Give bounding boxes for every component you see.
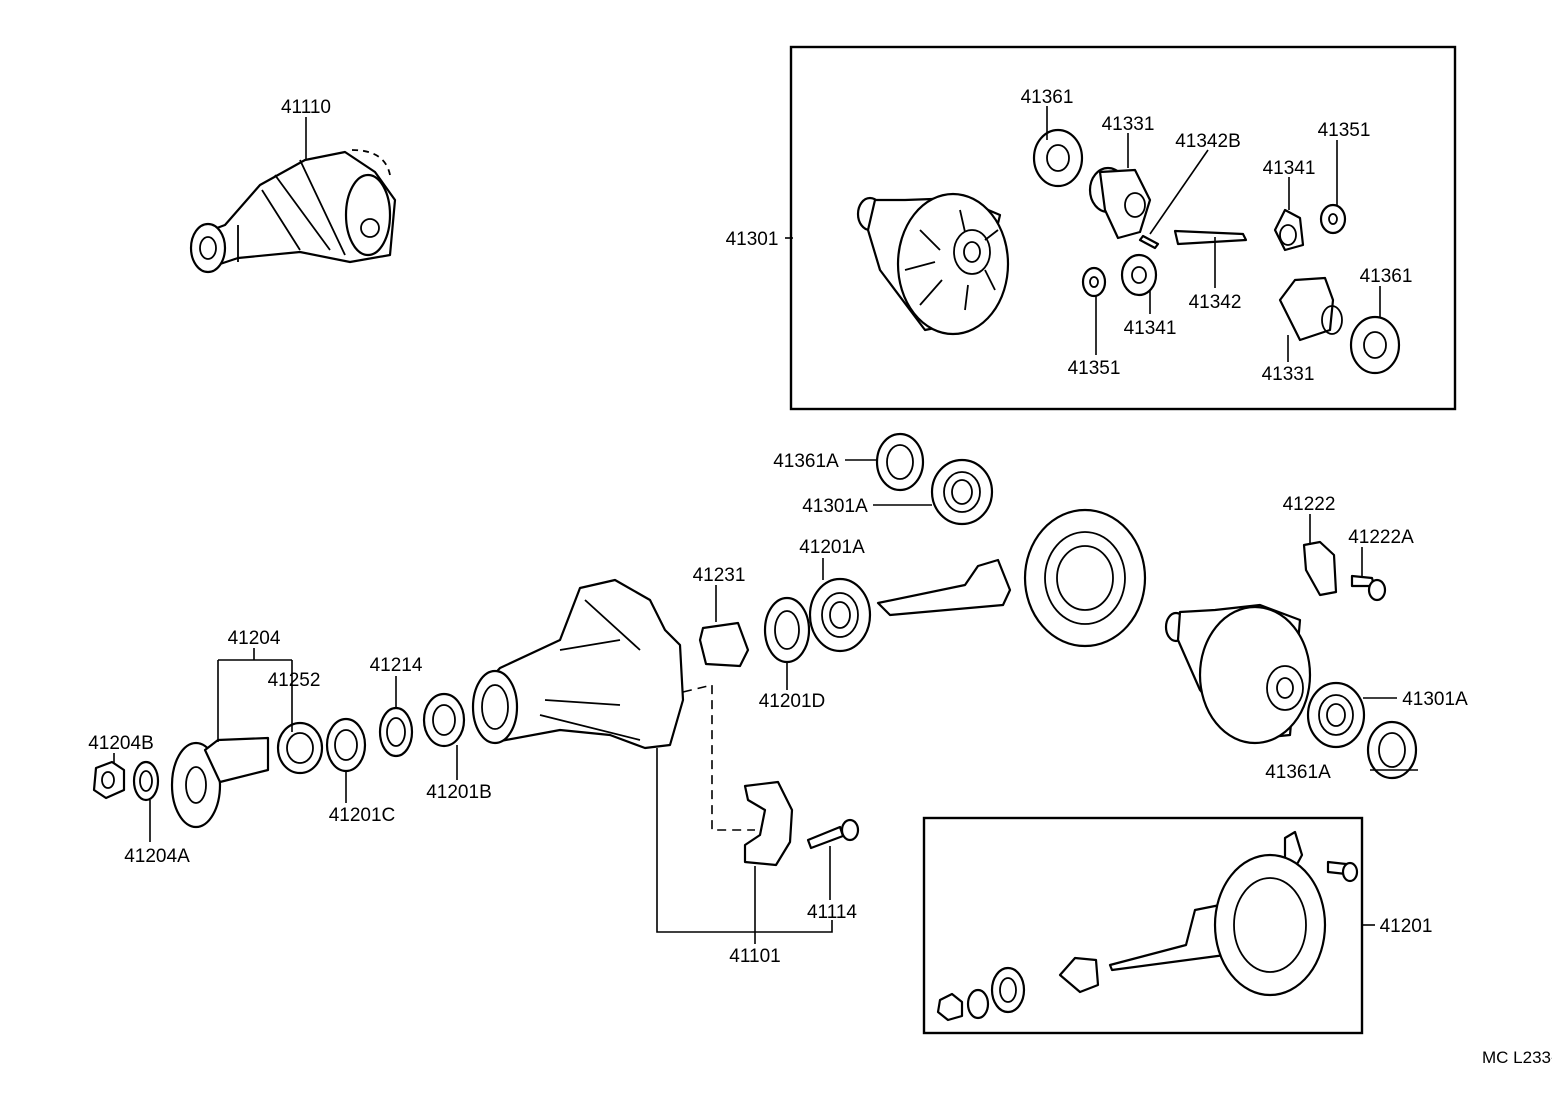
label-41252: 41252 — [268, 670, 321, 691]
label-41301: 41301 — [726, 229, 779, 250]
thrust-washer-41351-bottom-drawing — [1081, 266, 1107, 298]
pinion-gear-41341-bottom-drawing — [1120, 253, 1158, 297]
label-41331-bottom: 41331 — [1262, 364, 1315, 385]
diff-washer-41361-right-drawing — [1349, 315, 1401, 375]
oil-seal-41252-drawing — [276, 721, 324, 775]
carrier-housing-drawing — [471, 578, 685, 750]
label-41204B: 41204B — [88, 733, 154, 754]
label-41342: 41342 — [1189, 292, 1242, 313]
label-41201B: 41201B — [426, 782, 492, 803]
side-bearing-41301A-right-drawing — [1306, 681, 1366, 749]
differential-case-right-drawing — [1164, 603, 1312, 745]
drawing-code: MC L233-A — [1482, 1048, 1552, 1067]
label-41361-right: 41361 — [1360, 266, 1413, 287]
ring-pinion-set-drawing — [936, 830, 1359, 1022]
label-41301A-top: 41301A — [802, 496, 868, 517]
companion-flange-41204-drawing — [170, 736, 270, 829]
diff-washer-41361-top-drawing — [1032, 128, 1084, 188]
bearing-cap-41101-drawing — [743, 780, 794, 867]
spacer-41231-drawing — [698, 621, 750, 668]
label-41204: 41204 — [228, 628, 281, 649]
adjusting-washer-41361A-top-drawing — [875, 432, 925, 492]
label-41222: 41222 — [1283, 494, 1336, 515]
label-41351-top: 41351 — [1318, 120, 1371, 141]
lock-plate-bolt-41222A-drawing — [1350, 574, 1387, 602]
label-41214: 41214 — [370, 655, 423, 676]
label-41201A: 41201A — [799, 537, 865, 558]
differential-lock-plate-drawing — [1302, 540, 1338, 597]
side-gear-41331-bottom-drawing — [1278, 276, 1343, 342]
label-41110: 41110 — [281, 97, 331, 118]
bearing-race-41201D-drawing — [763, 596, 811, 664]
label-41114: 41114 — [807, 902, 857, 923]
cap-bolt-41114-drawing — [806, 818, 860, 850]
label-41231: 41231 — [693, 565, 746, 586]
label-41204A: 41204A — [124, 846, 190, 867]
carrier-assembly-drawing — [189, 149, 397, 274]
side-bearing-41301A-top-drawing — [930, 458, 994, 526]
lock-nut-41204B-drawing — [92, 760, 126, 800]
thrust-washer-41351-top-drawing — [1319, 203, 1347, 235]
label-41341-top: 41341 — [1263, 158, 1316, 179]
washer-41204A-drawing — [132, 760, 160, 802]
label-41331-top: 41331 — [1102, 114, 1155, 135]
adjusting-washer-41361A-right-drawing — [1366, 720, 1418, 780]
label-41361A-top: 41361A — [773, 451, 839, 472]
label-41101: 41101 — [729, 946, 780, 967]
side-gear-41331-top-drawing — [1088, 166, 1152, 240]
oil-slinger-41214-drawing — [378, 706, 414, 758]
label-41301A-right: 41301A — [1402, 689, 1468, 710]
label-41222A: 41222A — [1348, 527, 1414, 548]
bearing-41201C-drawing — [325, 717, 367, 773]
differential-case-drawing — [856, 192, 1010, 336]
pinion-shaft-41342-drawing — [1173, 229, 1248, 246]
bearing-race-41201B-drawing — [422, 692, 466, 748]
label-41201C: 41201C — [329, 805, 396, 826]
label-41361A-right: 41361A — [1265, 762, 1331, 783]
ring-gear-drive-pinion-drawing — [876, 508, 1147, 648]
label-41341-bottom: 41341 — [1124, 318, 1177, 339]
leader-lines — [113, 106, 1418, 944]
label-41201D: 41201D — [759, 691, 826, 712]
label-41201: 41201 — [1380, 916, 1433, 937]
label-41342B: 41342B — [1175, 131, 1241, 152]
pinion-pin-41342B-drawing — [1138, 234, 1160, 250]
bearing-41201A-drawing — [808, 577, 872, 653]
label-41361-top: 41361 — [1021, 87, 1074, 108]
differential-case-group-frame — [789, 45, 1457, 411]
label-41351-bottom: 41351 — [1068, 358, 1121, 379]
housing-to-cap-dashed-line — [682, 683, 755, 831]
pinion-gear-41341-top-drawing — [1273, 208, 1305, 252]
